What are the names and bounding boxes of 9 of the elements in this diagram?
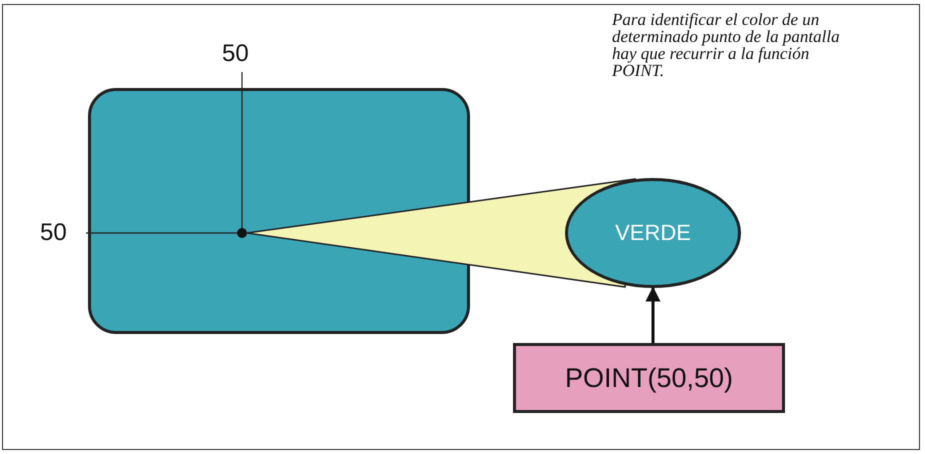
color-ellipse: VERDE (565, 178, 741, 288)
axis-value: 50 (40, 219, 67, 247)
point-dot (237, 228, 247, 238)
note-text: Para identificar el color de un determinado punto de la pantalla hay que recurrir a la función POINT. (612, 11, 841, 79)
function-box: POINT(50,50) (513, 343, 785, 413)
axis-value: 50 (222, 40, 249, 68)
screen-shape (88, 88, 470, 334)
zoom-wedge (246, 178, 636, 288)
arrow (646, 286, 660, 343)
